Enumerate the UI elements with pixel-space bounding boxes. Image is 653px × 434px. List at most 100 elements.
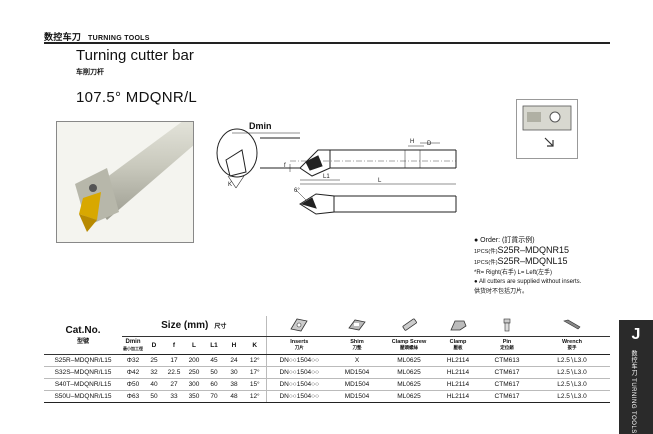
order-line-1: ● Order: (訂貨示例) xyxy=(474,237,535,244)
model-title: 107.5° MDQNR/L xyxy=(76,89,198,106)
inset-illustration xyxy=(522,105,572,147)
table-cell: 30 xyxy=(224,366,244,379)
table-cell: CTM613 xyxy=(480,354,534,367)
dimension-labels: H D L1 L f 6° K xyxy=(228,139,432,194)
shim-icon xyxy=(332,316,382,337)
dim-header-d: D xyxy=(144,336,164,355)
cat-no-cell: S25R–MDQNR/L15 xyxy=(44,354,122,367)
order-line-5: ● All cutters are supplied without inser… xyxy=(474,279,582,285)
table-cell: Φ32 xyxy=(122,354,144,367)
table-cell: MD1504 xyxy=(332,390,382,403)
chapter-letter: J xyxy=(631,326,641,343)
table-cell: 12° xyxy=(244,390,266,403)
chapter-label: 数控车刀 TURNING TOOLS xyxy=(630,350,636,434)
dim-label-l: L xyxy=(378,178,382,184)
table-cell: 15° xyxy=(244,378,266,391)
cat-no-cell: S50U–MDQNR/L15 xyxy=(44,390,122,403)
table-cell: HL2114 xyxy=(436,354,480,367)
page-title: Turning cutter bar xyxy=(76,47,194,64)
table-cell: 70 xyxy=(204,390,224,403)
table-cell: 40 xyxy=(144,378,164,391)
inset-detail xyxy=(516,99,578,159)
dim-label-f: f xyxy=(284,163,286,169)
clamp-screw-icon xyxy=(382,316,436,337)
table-cell: 48 xyxy=(224,390,244,403)
cat-no-cell: S32S–MDQNR/L15 xyxy=(44,366,122,379)
clamp-icon xyxy=(436,316,480,337)
table-cell: DN○○1504○○ xyxy=(265,354,332,367)
page-subtitle: 车削刀杆 xyxy=(76,69,104,76)
table-cell: 200 xyxy=(184,354,204,367)
table-cell: 33 xyxy=(164,390,184,403)
table-cell: 32 xyxy=(144,366,164,379)
table-cell: 300 xyxy=(184,378,204,391)
dim-header-k: K xyxy=(244,336,266,355)
cat-no-header: Cat.No. 型號 xyxy=(44,316,122,355)
order-info: ● Order: (訂貨示例) 1PCS(件)S25R–MDQNR15 1PCS… xyxy=(474,236,581,297)
table-cell: 12° xyxy=(244,354,266,367)
pin-icon xyxy=(480,316,534,337)
order-line-6: 供货时不包括刀片。 xyxy=(474,288,529,295)
table-cell: L2.5∖L3.0 xyxy=(534,366,610,379)
dim-label-l1: L1 xyxy=(323,174,330,180)
order-line-4: *R= Right(右手) L= Left(左手) xyxy=(474,269,553,276)
table-cell: DN○○1504○○ xyxy=(265,378,332,391)
table-cell: ML0625 xyxy=(382,366,436,379)
dim-header-l: L xyxy=(184,336,204,355)
size-header: Size (mm)尺寸 xyxy=(122,316,266,337)
section-header: 数控车刀 TURNING TOOLS xyxy=(44,30,150,43)
table-cell: DN○○1504○○ xyxy=(265,390,332,403)
table-cell: 17° xyxy=(244,366,266,379)
insert-icon xyxy=(265,316,332,337)
table-cell: HL2114 xyxy=(436,390,480,403)
table-cell: HL2114 xyxy=(436,366,480,379)
dim-header-h: H xyxy=(224,336,244,355)
table-cell: Φ63 xyxy=(122,390,144,403)
header-divider xyxy=(44,42,610,44)
table-cell: 50 xyxy=(204,366,224,379)
chapter-tab: J 数控车刀 TURNING TOOLS xyxy=(619,320,653,434)
table-cell: 24 xyxy=(224,354,244,367)
cat-no-cell: S40T–MDQNR/L15 xyxy=(44,378,122,391)
tool-photo-illustration xyxy=(75,122,193,232)
table-cell: MD1504 xyxy=(332,366,382,379)
dim-label-h: H xyxy=(410,139,414,145)
table-cell: L2.5∖L3.0 xyxy=(534,390,610,403)
table-cell: Φ42 xyxy=(122,366,144,379)
table-cell: 17 xyxy=(164,354,184,367)
table-cell: 50 xyxy=(144,390,164,403)
top-view-drawing xyxy=(295,189,457,215)
dim-label-angle: 6° xyxy=(294,188,300,194)
table-cell: Φ50 xyxy=(122,378,144,391)
table-cell: 350 xyxy=(184,390,204,403)
table-cell: CTM617 xyxy=(480,366,534,379)
table-cell: L2.5∖L3.0 xyxy=(534,354,610,367)
table-cell: 25 xyxy=(144,354,164,367)
table-cell: 45 xyxy=(204,354,224,367)
table-cell: ML0625 xyxy=(382,378,436,391)
product-photo xyxy=(56,121,194,243)
table-cell: 22.5 xyxy=(164,366,184,379)
table-cell: X xyxy=(332,354,382,367)
wrench-icon xyxy=(534,316,610,337)
section-header-zh: 数控车刀 xyxy=(44,32,82,42)
order-line-2: 1PCS(件)S25R–MDQNR15 xyxy=(474,244,570,255)
table-cell: ML0625 xyxy=(382,354,436,367)
table-cell: 250 xyxy=(184,366,204,379)
table-cell: CTM617 xyxy=(480,390,534,403)
technical-drawing: H D L1 L f 6° K xyxy=(216,128,457,215)
table-cell: MD1504 xyxy=(332,378,382,391)
dim-header-l1: L1 xyxy=(204,336,224,355)
dim-header-f: f xyxy=(164,336,184,355)
bore-diagram xyxy=(216,128,300,189)
table-cell: HL2114 xyxy=(436,378,480,391)
